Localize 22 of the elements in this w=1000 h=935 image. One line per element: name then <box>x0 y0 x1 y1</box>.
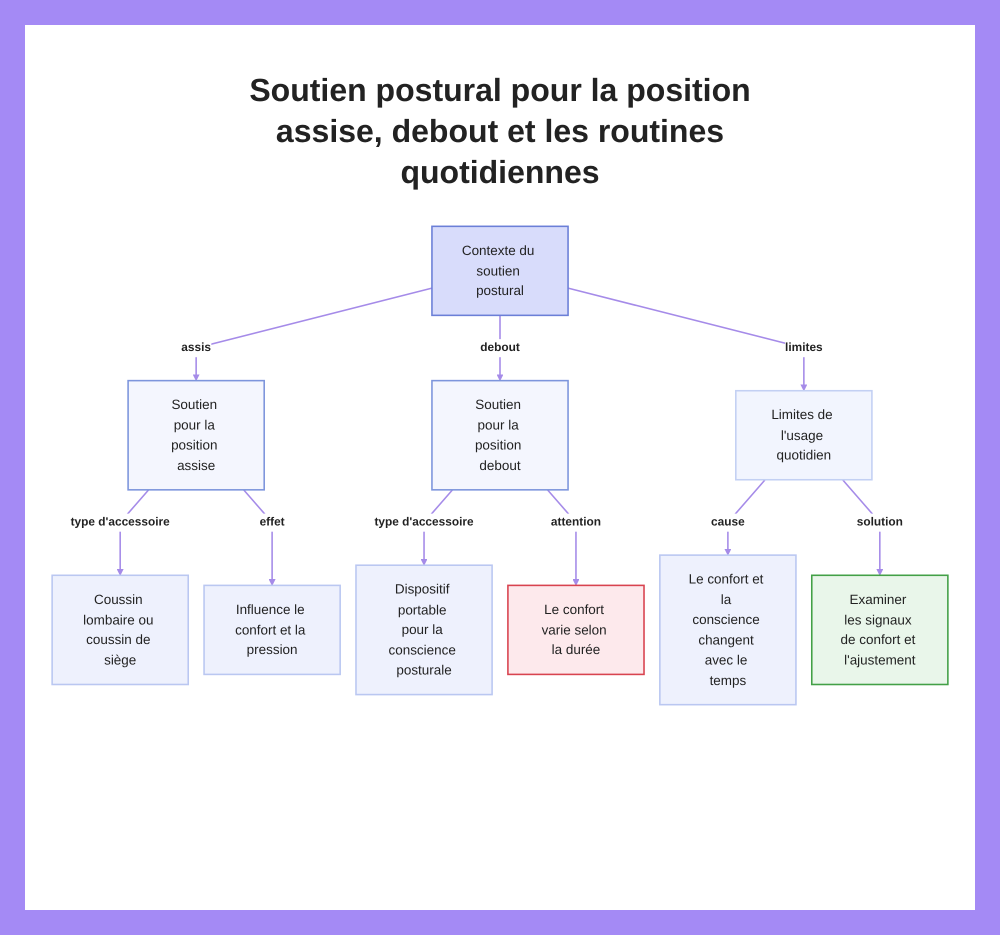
edge-label: limites <box>785 340 823 354</box>
node-box: Contexte du soutien postural <box>431 226 569 316</box>
node-box: Le confort et la conscience changent avec le temps <box>659 554 797 706</box>
node-box: Soutien pour la position debout <box>431 380 569 491</box>
node-box: Soutien pour la position assise <box>127 380 265 491</box>
arrow <box>192 287 432 381</box>
node-box: Influence le confort et la pression <box>203 584 341 676</box>
edge-label: cause <box>711 515 745 529</box>
node-box: Dispositif portable pour la conscience posturale <box>355 564 493 696</box>
diagram-title: Soutien postural pour la position assise, debout et les routines quotidiennes <box>248 71 752 192</box>
node-box: Examiner les signaux de confort et l'ajustement <box>810 574 949 686</box>
edge-label: debout <box>480 340 520 354</box>
arrow <box>568 287 808 392</box>
edge-label: effet <box>260 515 285 529</box>
edge-label: solution <box>856 515 903 529</box>
node-box: Limites de l'usage quotidien <box>735 390 873 481</box>
edge-label: assis <box>181 340 211 354</box>
edge-label: type d'accessoire <box>374 515 474 529</box>
edge-label: attention <box>550 515 602 529</box>
node-box: Le confort varie selon la durée <box>507 584 645 676</box>
node-box: Coussin lombaire ou coussin de siège <box>51 574 190 686</box>
edge-label: type d'accessoire <box>70 515 170 529</box>
